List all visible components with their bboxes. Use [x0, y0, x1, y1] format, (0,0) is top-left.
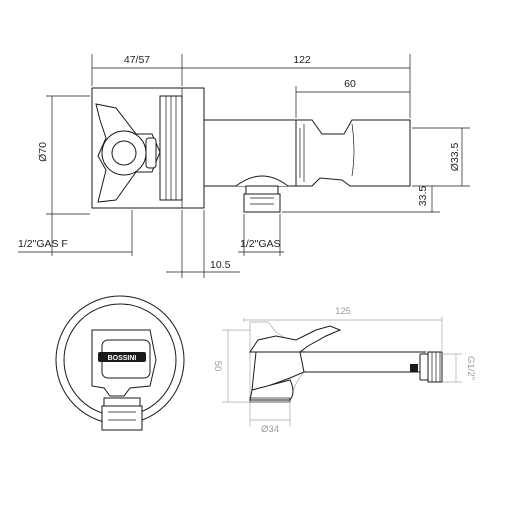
dim-shower-height-label: 50: [212, 361, 223, 372]
dim-handle-width-label: 47/57: [124, 54, 150, 66]
dim-spout-length: 60: [295, 78, 410, 118]
dim-body-diameter-label: Ø70: [37, 142, 49, 162]
valve-front-view: BOSSINI: [55, 295, 185, 431]
dim-connection-thread: G1/2": [442, 353, 476, 383]
dim-handle-width: 47/57: [91, 54, 183, 86]
dim-spout-diameter-label: Ø33.5: [449, 143, 461, 172]
dim-connection-thread-label: G1/2": [465, 356, 476, 380]
wall-plate: [91, 87, 205, 209]
dim-shower-length: 125: [243, 306, 443, 352]
dim-spout-diameter: Ø33.5: [412, 127, 470, 187]
dim-plate-depth: 10.5: [166, 210, 240, 278]
brand-mark: BOSSINI: [108, 355, 137, 362]
spout: [295, 119, 411, 187]
dim-outlet-offset: 33.5: [282, 186, 440, 213]
dim-head-diameter: Ø34: [249, 402, 291, 435]
hand-shower-view: 125 50 Ø34 G1/2": [212, 306, 476, 435]
dim-plate-depth-label: 10.5: [210, 259, 231, 271]
outlet-connector: [235, 175, 289, 213]
dim-outlet-thread: 1/2"GAS: [238, 214, 284, 256]
dim-head-diameter-label: Ø34: [261, 424, 279, 435]
dim-outlet-offset-label: 33.5: [417, 186, 429, 207]
valve-side-view: 47/57 122 60 Ø70 Ø33.5: [18, 54, 470, 278]
dim-shower-length-label: 125: [335, 306, 351, 317]
dim-spout-length-label: 60: [344, 78, 356, 90]
dim-shower-height: 50: [212, 329, 250, 403]
brand-plate: [98, 352, 146, 362]
body-tube: [204, 119, 296, 187]
dim-inlet-thread: 1/2"GAS F: [18, 210, 133, 256]
dim-outlet-thread-label: 1/2"GAS: [240, 238, 281, 250]
dim-body-diameter: Ø70: [37, 95, 90, 215]
dim-inlet-thread-label: 1/2"GAS F: [18, 238, 68, 250]
dim-total-length: 122: [182, 54, 411, 118]
cross-handle: [95, 103, 161, 203]
dim-total-length-label: 122: [293, 54, 311, 66]
